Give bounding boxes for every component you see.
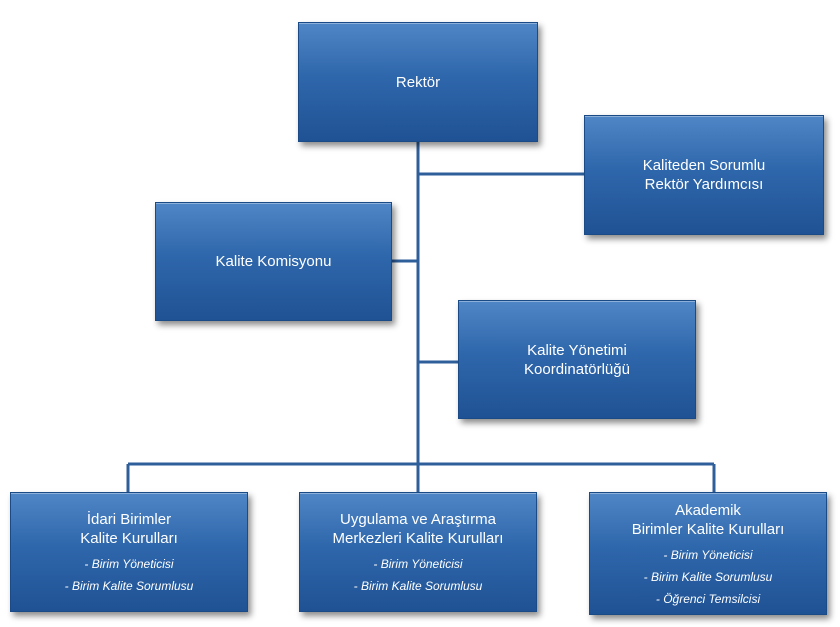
admin-units-line2: Kalite Kurulları <box>80 530 178 547</box>
research-centers-line2: Merkezleri Kalite Kurulları <box>332 530 504 547</box>
commission-box: Kalite Komisyonu <box>155 202 392 321</box>
vice-rector-box: Kaliteden Sorumlu Rektör Yardımcısı <box>584 115 824 235</box>
admin-units-box: İdari Birimler Kalite Kurulları - Birim … <box>10 492 248 612</box>
academic-units-line2: Birimler Kalite Kurulları <box>631 520 785 538</box>
research-centers-line1: Uygulama ve Araştırma <box>340 511 496 528</box>
academic-units-item: - Öğrenci Temsilcisi <box>655 591 761 606</box>
coordinator-line2: Koordinatörlüğü <box>524 360 630 378</box>
academic-units-item: - Birim Kalite Sorumlusu <box>643 569 773 584</box>
admin-units-item: - Birim Kalite Sorumlusu <box>64 579 194 593</box>
coordinator-box: Kalite Yönetimi Koordinatörlüğü <box>458 300 696 419</box>
research-centers-item: - Birim Yöneticisi <box>373 557 463 571</box>
rektor-box: Rektör <box>298 22 538 142</box>
admin-units-line1: İdari Birimler <box>86 511 172 528</box>
academic-units-line1: Akademik <box>675 501 741 519</box>
academic-units-box: Akademik Birimler Kalite Kurulları - Bir… <box>589 492 827 615</box>
vice-rector-line2: Rektör Yardımcısı <box>644 176 764 193</box>
research-centers-box: Uygulama ve Araştırma Merkezleri Kalite … <box>299 492 537 612</box>
vice-rector-line1: Kaliteden Sorumlu <box>642 157 766 174</box>
admin-units-item: - Birim Yöneticisi <box>84 557 174 571</box>
rektor-label: Rektör <box>395 73 441 91</box>
commission-label: Kalite Komisyonu <box>215 253 332 270</box>
coordinator-line1: Kalite Yönetimi <box>527 341 627 359</box>
research-centers-item: - Birim Kalite Sorumlusu <box>353 579 483 593</box>
academic-units-item: - Birim Yöneticisi <box>663 547 753 562</box>
